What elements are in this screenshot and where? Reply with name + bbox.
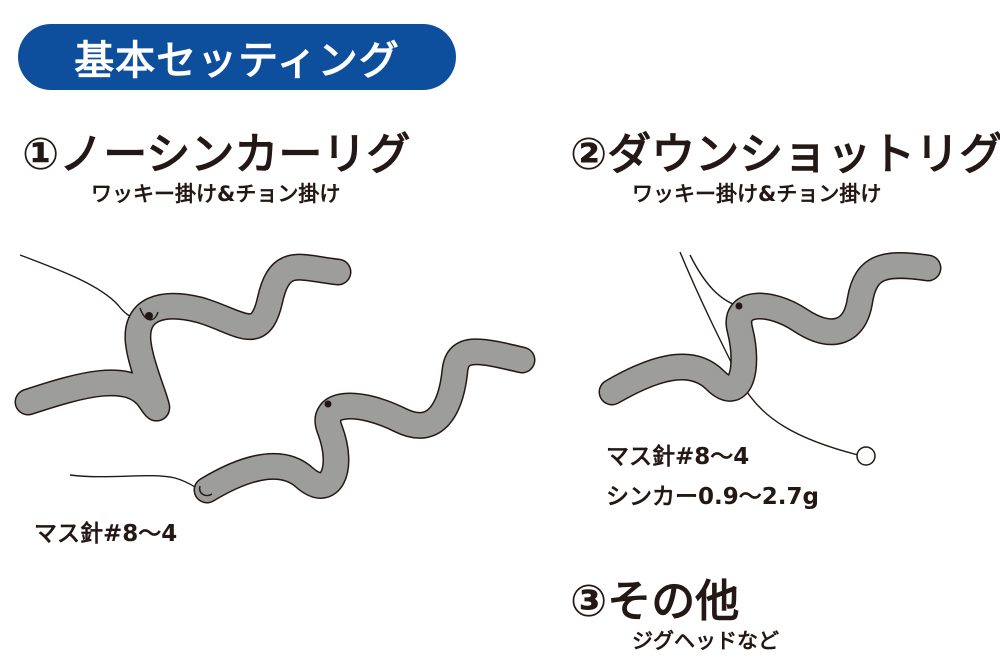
other-rig-subtitle: ジグヘッドなど: [632, 629, 779, 653]
down-shot-sinker-note: シンカー0.9～2.7g: [606, 484, 819, 510]
down-shot-hook-note: マス針#8～4: [606, 444, 750, 470]
worm-drawing: [598, 252, 942, 406]
chon-rig-illustration: [69, 338, 536, 504]
hook-icon: [324, 400, 332, 408]
wacky-rig-illustration: [14, 253, 352, 422]
no-sinker-rig-title: ①ノーシンカーリグ: [22, 129, 411, 180]
down-shot-rig-illustration: [598, 251, 942, 466]
fishing-line: [19, 254, 149, 320]
no-sinker-rig-subtitle: ワッキー掛け&チョン掛け: [91, 182, 341, 206]
no-sinker-hook-note: マス針#8～4: [34, 521, 178, 547]
section-header-title: 基本セッティング: [74, 38, 400, 84]
down-shot-rig-title: ②ダウンショットリグ: [570, 129, 1000, 180]
worm-drawing: [193, 338, 536, 504]
down-shot-rig-subtitle: ワッキー掛け&チョン掛け: [632, 182, 882, 206]
fishing-line: [69, 474, 206, 493]
sinker-icon: [856, 446, 876, 466]
section-header-badge: 基本セッティング: [18, 24, 456, 90]
worm-drawing: [14, 253, 352, 422]
hook-icon: [735, 302, 743, 310]
other-rig-title: ③その他: [570, 576, 740, 627]
